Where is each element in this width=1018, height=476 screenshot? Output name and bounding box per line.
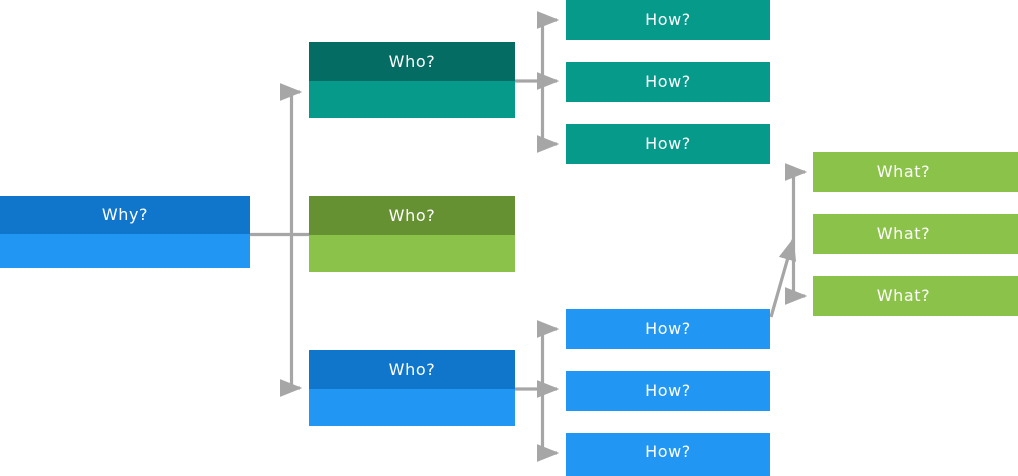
node-how-blue-1-label: How? [645, 319, 691, 338]
node-who-blue[interactable]: Who? [309, 350, 515, 426]
node-how-teal-2-label: How? [645, 72, 691, 91]
node-how-teal-2[interactable]: How? [566, 62, 770, 102]
node-what-1-label: What? [876, 162, 931, 181]
edge-who-teal-group [515, 11, 560, 153]
node-who-green-label: Who? [388, 205, 436, 225]
node-how-teal-1-label: How? [645, 10, 691, 29]
node-how-teal-1[interactable]: How? [566, 0, 770, 40]
node-who-green[interactable]: Who? [309, 196, 515, 272]
node-who-teal-label: Who? [388, 51, 436, 71]
node-who-teal-header: Who? [309, 42, 515, 81]
node-what-3-label: What? [876, 286, 931, 305]
node-who-teal[interactable]: Who? [309, 42, 515, 118]
node-why-root-body [0, 234, 250, 268]
node-what-1[interactable]: What? [813, 152, 1018, 192]
node-how-teal-3-label: How? [645, 134, 691, 153]
edge-why-to-who-group [250, 83, 309, 397]
node-why-root-label: Why? [101, 205, 149, 224]
node-how-teal-3[interactable]: How? [566, 124, 770, 164]
node-who-blue-label: Who? [388, 359, 436, 379]
node-why-root-header: Why? [0, 196, 250, 234]
node-what-2[interactable]: What? [813, 214, 1018, 254]
node-why-root[interactable]: Why? [0, 196, 250, 268]
node-who-green-header: Who? [309, 196, 515, 235]
node-what-3[interactable]: What? [813, 276, 1018, 316]
node-what-2-label: What? [876, 224, 931, 243]
edge-who-blue-group [515, 320, 560, 462]
node-how-blue-1[interactable]: How? [566, 309, 770, 349]
node-how-blue-3[interactable]: How? [566, 433, 770, 476]
node-how-blue-2-label: How? [645, 381, 691, 400]
node-who-teal-body [309, 81, 515, 118]
node-how-blue-3-label: How? [645, 441, 691, 461]
edge-how-blue-to-what-group [769, 163, 808, 318]
node-who-blue-header: Who? [309, 350, 515, 389]
node-who-green-body [309, 235, 515, 272]
node-who-blue-body [309, 389, 515, 426]
node-how-blue-2[interactable]: How? [566, 371, 770, 411]
edge-what-diagonal [769, 237, 797, 318]
